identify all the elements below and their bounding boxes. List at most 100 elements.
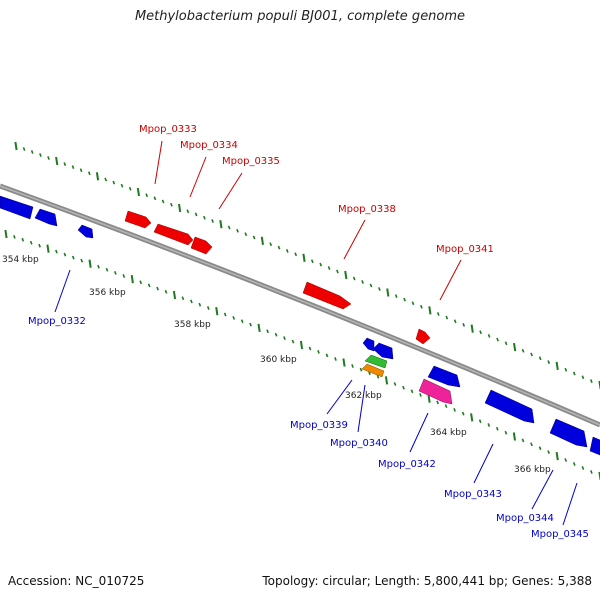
gene-arrow-mpop-0334[interactable] — [153, 223, 194, 246]
scale-tick — [445, 315, 449, 320]
scale-tick — [128, 186, 132, 191]
scale-tick — [299, 340, 304, 350]
scale-tick — [153, 196, 157, 201]
scale-tick — [227, 225, 231, 230]
gene-label-mpop-0334[interactable]: Mpop_0334 — [180, 140, 238, 151]
topology-text: Topology: circular; Length: 5,800,441 bp… — [262, 574, 592, 588]
gene-arrow-mpop-0342[interactable] — [418, 378, 453, 405]
scale-tick — [170, 202, 173, 207]
scale-tick — [538, 356, 542, 361]
gene-arrow-mpop-0338[interactable] — [302, 281, 352, 310]
scale-tick — [30, 150, 34, 154]
scale-tick — [444, 404, 448, 408]
scale-tick — [351, 364, 354, 368]
scale-tick — [178, 203, 182, 213]
gene-arrow-left-edge[interactable] — [0, 195, 34, 220]
scale-tick — [190, 299, 193, 304]
scale-tick — [294, 252, 298, 257]
gene-label-mpop-0342[interactable]: Mpop_0342 — [378, 459, 436, 470]
scale-tick — [274, 332, 278, 337]
scale-tick — [71, 165, 75, 169]
gene-arrow-mpop-0340-orange[interactable] — [361, 363, 385, 378]
scale-tick — [410, 389, 414, 394]
scale-tick — [277, 245, 281, 250]
kbp-label-366: 366 kbp — [514, 465, 551, 475]
scale-tick — [260, 236, 264, 245]
gene-label-mpop-0339[interactable]: Mpop_0339 — [290, 420, 348, 431]
gene-label-mpop-0341[interactable]: Mpop_0341 — [436, 244, 494, 255]
scale-tick — [95, 172, 100, 181]
scale-tick — [63, 162, 67, 166]
gene-arrow-mpop-0343[interactable] — [484, 389, 535, 424]
scale-tick — [105, 267, 109, 272]
scale-tick — [21, 237, 25, 242]
scale-tick — [317, 350, 320, 354]
scale-tick — [530, 352, 533, 357]
scale-tick — [361, 280, 364, 284]
gene-arrow-mpop-0332[interactable] — [77, 224, 94, 239]
gene-label-mpop-0338[interactable]: Mpop_0338 — [338, 204, 396, 215]
scale-tick — [136, 187, 140, 197]
scale-tick — [590, 470, 593, 474]
kbp-label-356: 356 kbp — [89, 288, 126, 298]
gene-arrow-mpop-0345[interactable] — [589, 436, 600, 456]
gene-arrow-mpop-0341[interactable] — [415, 328, 431, 345]
scale-tick — [521, 348, 525, 353]
gene-label-mpop-0345[interactable]: Mpop_0345 — [531, 529, 589, 540]
scale-tick — [147, 283, 151, 288]
gene-arrow-mpop-0342-blue[interactable] — [427, 365, 461, 388]
scale-tick — [120, 183, 124, 188]
forward-genes — [124, 210, 431, 345]
accession-text: Accession: NC_010725 — [8, 574, 145, 588]
scale-tick — [393, 382, 397, 386]
scale-tick — [319, 262, 323, 267]
gene-arrow-mpop-0339[interactable] — [362, 337, 375, 352]
gene-label-mpop-0343[interactable]: Mpop_0343 — [444, 489, 502, 500]
kbp-label-364: 364 kbp — [430, 428, 467, 438]
gene-label-mpop-0333[interactable]: Mpop_0333 — [139, 124, 197, 135]
scale-tick — [63, 252, 67, 257]
gene-arrow-mpop-0340-green[interactable] — [364, 354, 388, 369]
scale-tick — [22, 147, 26, 151]
scale-tick — [291, 339, 295, 344]
scale-tick — [402, 385, 405, 390]
scale-tick — [504, 341, 508, 346]
scale-tick — [38, 243, 41, 248]
gene-label-mpop-0344[interactable]: Mpop_0344 — [496, 513, 554, 524]
scale-tick — [547, 450, 550, 454]
scale-tick — [308, 346, 312, 351]
scale-tick — [453, 319, 457, 324]
gene-arrow-mpop-0333[interactable] — [124, 210, 152, 229]
scale-tick — [13, 235, 16, 239]
scale-tick — [55, 249, 58, 254]
kbp-label-358: 358 kbp — [174, 320, 211, 330]
gene-label-mpop-0335[interactable]: Mpop_0335 — [222, 156, 280, 167]
kbp-label-360: 360 kbp — [260, 355, 297, 365]
leader-lines — [54, 140, 578, 526]
scale-tick — [310, 259, 314, 264]
gene-arrow-small-1[interactable] — [34, 208, 58, 227]
gene-label-mpop-0340[interactable]: Mpop_0340 — [330, 438, 388, 449]
scale-tick — [478, 419, 482, 424]
scale-tick — [470, 413, 474, 422]
gene-label-mpop-0332[interactable]: Mpop_0332 — [28, 316, 86, 327]
scale-tick — [420, 304, 423, 309]
scale-tick — [487, 334, 491, 338]
scale-tick — [581, 466, 585, 470]
scale-tick — [164, 289, 168, 294]
scale-tick — [130, 274, 134, 284]
scale-tick — [156, 286, 159, 291]
scale-tick — [572, 462, 576, 466]
scale-tick — [232, 316, 236, 320]
scale-tick — [504, 430, 508, 435]
scale-tick — [4, 229, 8, 239]
scale-tick — [572, 371, 576, 376]
scale-tick — [376, 374, 380, 379]
gene-arrow-mpop-0339b[interactable] — [372, 342, 394, 360]
gene-arrow-mpop-0344[interactable] — [549, 418, 588, 448]
scale-tick — [240, 319, 244, 324]
scale-tick — [428, 306, 432, 315]
scale-tick — [172, 290, 177, 300]
gene-arrow-mpop-0335[interactable] — [190, 236, 213, 255]
inner-tick-row — [4, 229, 600, 481]
